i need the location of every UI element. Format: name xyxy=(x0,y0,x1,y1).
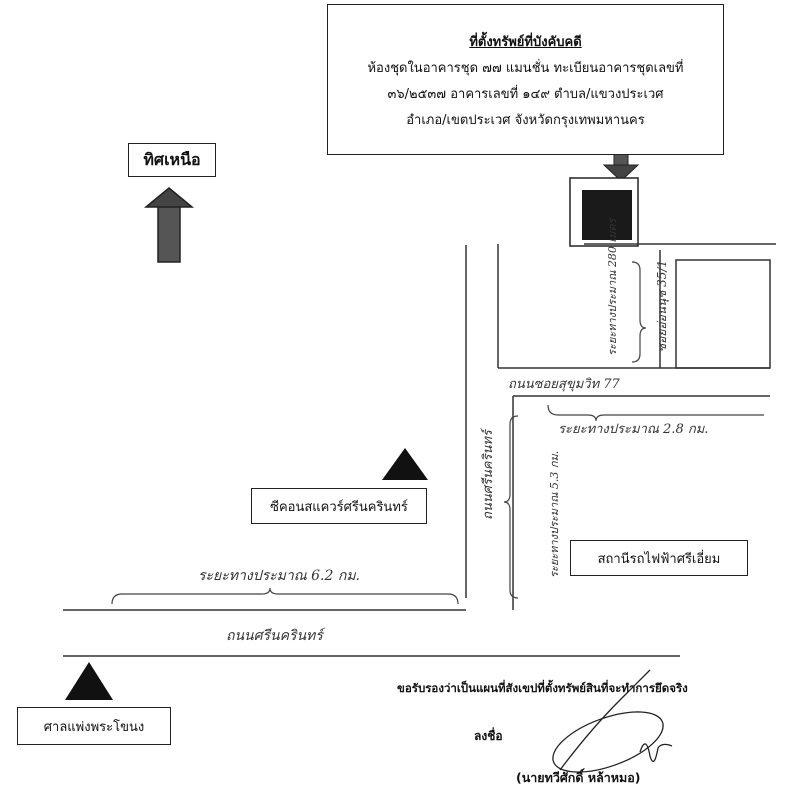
north-label: ทิศเหนือ xyxy=(143,149,201,169)
seacon-marker-icon xyxy=(382,448,428,480)
court-label-box: ศาลแพ่งพระโขนง xyxy=(17,707,171,745)
property-info-box: ที่ตั้งทรัพย์ที่บังคับคดี ห้องชุดในอาคาร… xyxy=(327,4,724,155)
certify-statement: ขอรับรองว่าเป็นแผนที่สังเขปที่ตั้งทรัพย์… xyxy=(397,681,688,695)
roads xyxy=(63,243,776,657)
court-marker-icon xyxy=(65,662,113,700)
label-distance-6-2km: ระยะทางประมาณ 6.2 กม. xyxy=(198,568,360,584)
label-road-bottom: ถนนศรีนครินทร์ xyxy=(226,627,326,644)
property-line-1: ห้องชุดในอาคารชุด ๗๗ แมนชั่น ทะเบียนอาคา… xyxy=(367,60,684,76)
signature-mark xyxy=(552,669,673,773)
label-srinakarin-road: ถนนศรีนครินทร์ xyxy=(480,427,496,520)
court-label: ศาลแพ่งพระโขนง xyxy=(43,719,145,735)
signer-name: (นายทวีศักดิ์ หล้าหมอ) xyxy=(516,770,641,785)
property-line-3: อำเภอ/เขตประเวศ จังหวัดกรุงเทพมหานคร xyxy=(406,112,645,128)
label-distance-5-3km: ระยะทางประมาณ 5.3 กม. xyxy=(548,451,561,578)
building-icon xyxy=(569,177,639,247)
property-pointer-arrow-icon xyxy=(602,151,640,182)
north-label-box: ทิศเหนือ xyxy=(128,143,216,177)
north-arrow-icon xyxy=(143,187,195,263)
seacon-label: ซีคอนสแควร์ศรีนครินทร์ xyxy=(270,499,408,515)
distance-braces xyxy=(111,261,764,605)
sign-label: ลงชื่อ xyxy=(474,729,503,743)
property-line-2: ๓๖/๒๕๓๗ อาคารเลขที่ ๑๔๙ ตำบล/แขวงประเวศ xyxy=(387,86,664,102)
label-distance-2-8km: ระยะทางประมาณ 2.8 กม. xyxy=(558,422,708,437)
property-box-title: ที่ตั้งทรัพย์ที่บังคับคดี xyxy=(469,34,582,50)
label-sukhumvit-77: ถนนซอยสุขุมวิท 77 xyxy=(508,377,621,392)
bts-label-box: สถานีรถไฟฟ้าศรีเอี่ยม xyxy=(570,540,748,576)
label-soi-alley: ซอยอ่อนนุช 35/1 xyxy=(655,260,670,352)
label-distance-280m: ระยะทางประมาณ 280 เมตร xyxy=(606,216,619,356)
bts-label: สถานีรถไฟฟ้าศรีเอี่ยม xyxy=(597,551,721,567)
seacon-label-box: ซีคอนสแควร์ศรีนครินทร์ xyxy=(251,488,427,524)
